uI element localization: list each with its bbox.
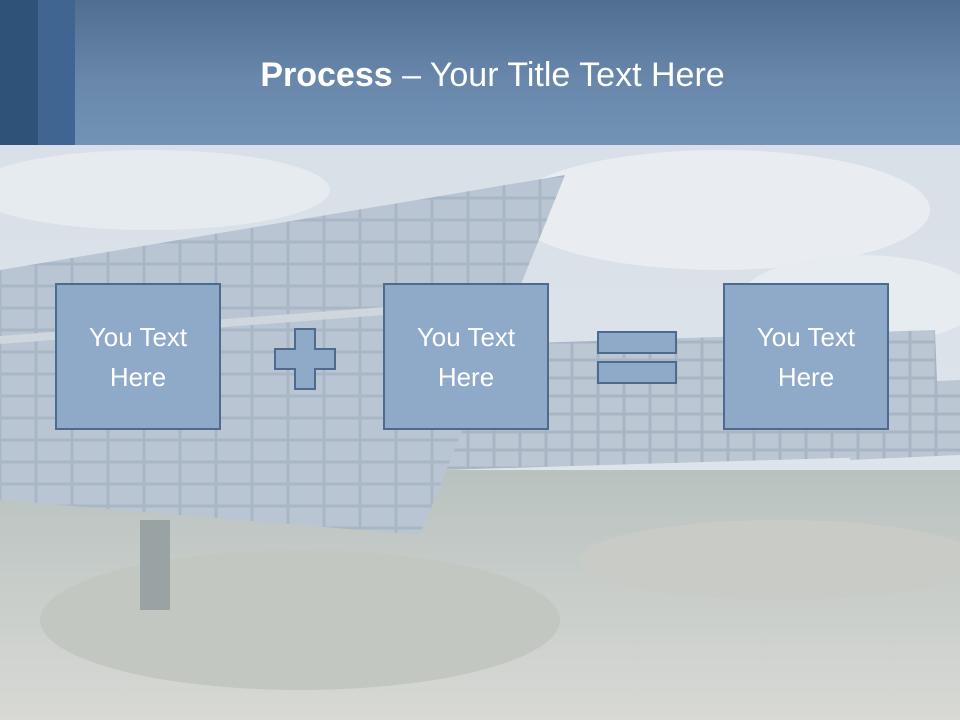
process-box-label: You Text Here <box>756 321 856 392</box>
banner-accent-strip <box>38 0 75 145</box>
process-box-label: You Text Here <box>416 321 516 392</box>
title-banner: Process – Your Title Text Here <box>0 0 960 145</box>
equals-icon <box>597 331 677 385</box>
plus-icon <box>274 328 336 390</box>
title-rest: – Your Title Text Here <box>392 56 725 94</box>
title-bold: Process <box>260 56 393 94</box>
process-box-2[interactable]: You Text Here <box>383 283 549 430</box>
banner-accent-strip <box>0 0 38 145</box>
slide-title[interactable]: Process – Your Title Text Here <box>0 55 960 95</box>
process-box-label: You Text Here <box>88 321 188 392</box>
process-box-1[interactable]: You Text Here <box>55 283 221 430</box>
process-box-3[interactable]: You Text Here <box>723 283 889 430</box>
